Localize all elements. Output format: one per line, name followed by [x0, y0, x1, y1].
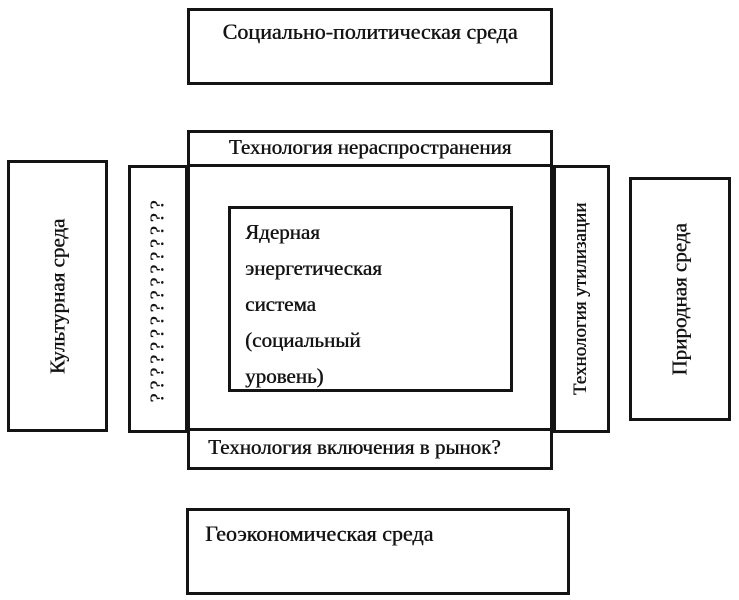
- cultural-environment-box: Культурная среда: [7, 160, 108, 432]
- natural-environment-label: Природная среда: [667, 222, 692, 376]
- nuclear-energy-system-box: Ядерная энергетическая система (социальн…: [228, 206, 513, 392]
- natural-environment-box: Природная среда: [629, 177, 731, 421]
- geoeconomic-environment-box: Геоэкономическая среда: [186, 508, 570, 595]
- question-marks-strip: ????????????????: [128, 165, 188, 433]
- question-marks-label: ????????????????: [146, 195, 169, 403]
- utilization-technology-label: Технология утилизации: [570, 202, 592, 396]
- nonproliferation-technology-bar: Технология нераспространения: [190, 133, 550, 167]
- utilization-technology-strip: Технология утилизации: [553, 165, 610, 433]
- cultural-environment-label: Культурная среда: [45, 218, 70, 374]
- socio-political-environment-box: Социально-политическая среда: [187, 8, 553, 85]
- technology-frame: Технология нераспространения Технология …: [187, 130, 553, 470]
- market-inclusion-technology-bar: Технология включения в рынок?: [190, 428, 550, 467]
